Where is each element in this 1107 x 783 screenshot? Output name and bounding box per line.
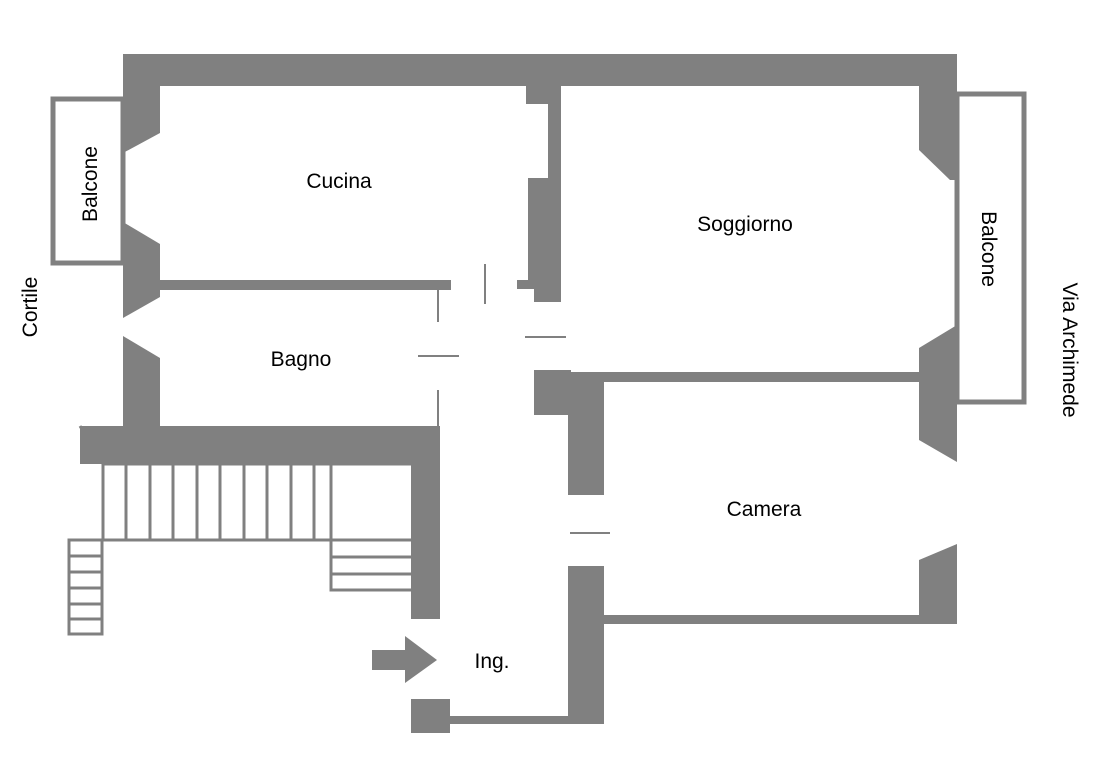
window-openings <box>123 104 957 560</box>
wall-kitchen-bath-stub <box>517 280 534 289</box>
room-label-bagno: Bagno <box>271 348 332 371</box>
balcony-right <box>954 91 1027 405</box>
balcony-left <box>50 96 126 266</box>
wall-living-bedroom-left <box>534 370 571 415</box>
wall-corridor-left <box>411 426 440 619</box>
entrance-arrow-icon <box>372 636 437 683</box>
wall-kitchen-bath <box>160 280 451 290</box>
wall-bedroom-left-bottom <box>568 566 604 724</box>
window-reveal <box>123 96 160 153</box>
wall-entrance-bottom <box>449 716 568 724</box>
balcony-label-right: Balcone <box>977 211 1000 287</box>
window-reveal <box>919 544 957 624</box>
balconies <box>50 91 1027 405</box>
window-reveal <box>123 222 160 290</box>
door-lines <box>418 264 610 534</box>
room-label-soggiorno: Soggiorno <box>697 213 793 236</box>
window-reveal <box>919 420 957 462</box>
stairs <box>67 425 411 636</box>
window-reveal <box>919 325 957 420</box>
balcony-label-left: Balcone <box>79 146 102 222</box>
walls <box>80 54 957 733</box>
window-reveal <box>123 336 160 428</box>
window-reveal <box>919 54 957 180</box>
room-label-camera: Camera <box>727 498 802 521</box>
room-label-ingresso: Ing. <box>474 650 509 673</box>
wall-entrance-post <box>411 699 450 733</box>
outside-label-street: Via Archimede <box>1058 282 1081 417</box>
wall-living-bedroom <box>534 372 919 382</box>
wall-bath-bottom <box>80 426 440 464</box>
outside-label-cortile: Cortile <box>19 277 42 338</box>
window-reveal <box>123 290 160 318</box>
wall-bedroom-left-top <box>568 382 604 495</box>
wall-bedroom-bottom <box>604 615 957 624</box>
room-label-cucina: Cucina <box>306 170 372 193</box>
